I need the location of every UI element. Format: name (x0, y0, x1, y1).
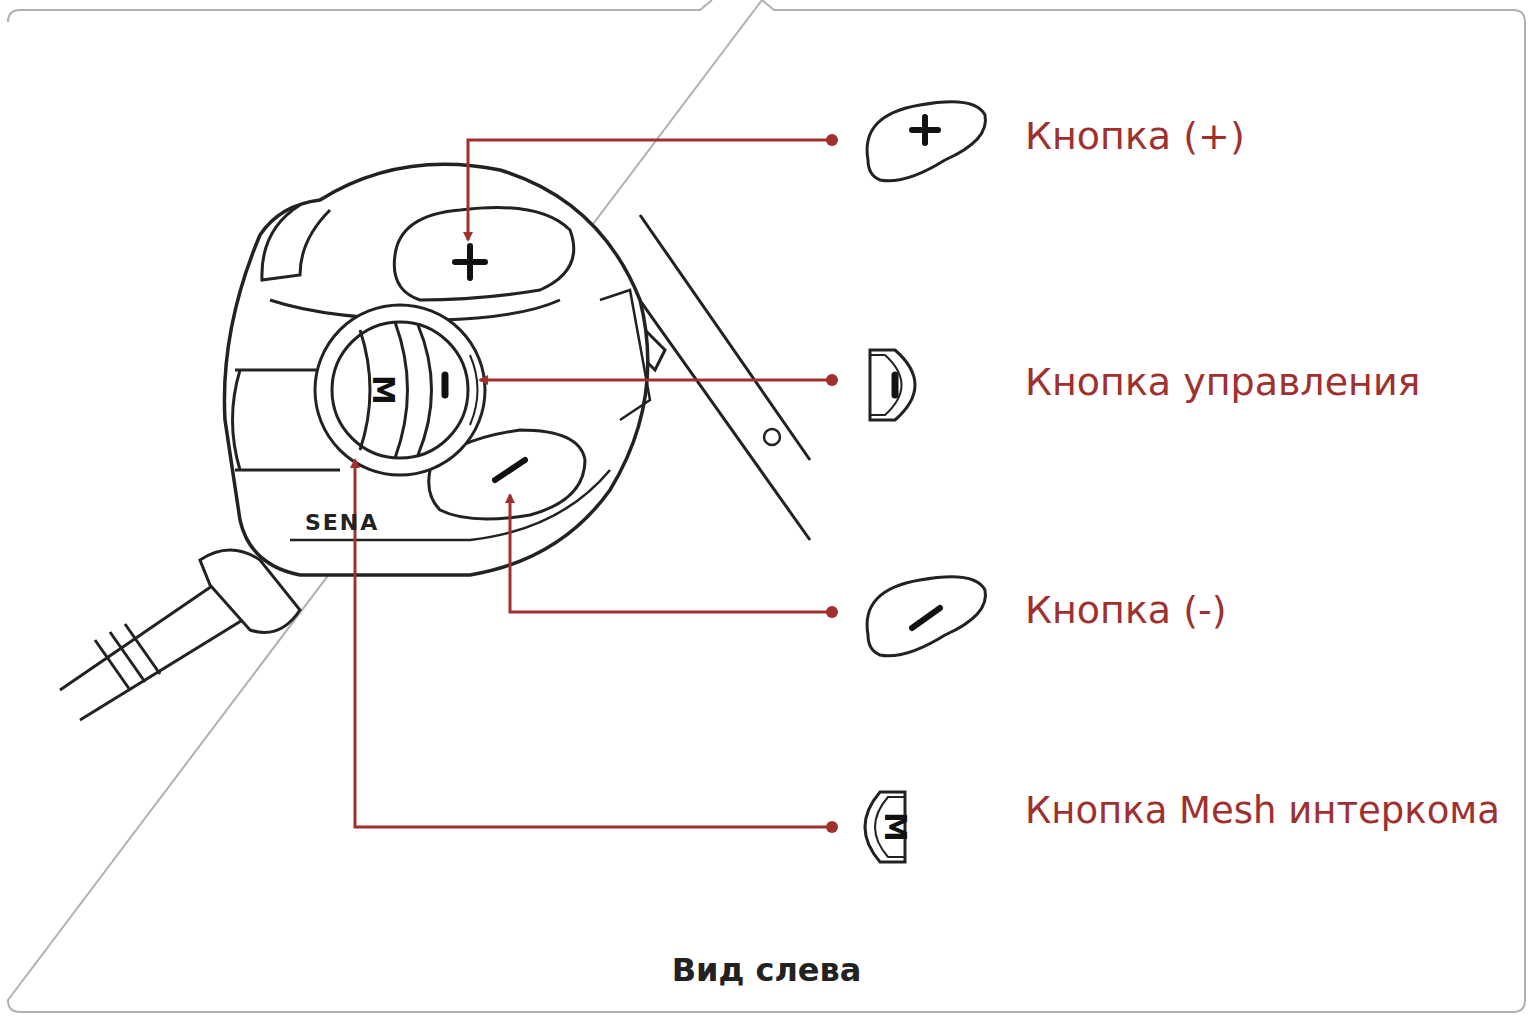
button-letter: M (367, 375, 399, 405)
callout-label: Кнопка (-) (1025, 587, 1227, 633)
callout-label: Кнопка Mesh интеркома (1025, 788, 1500, 834)
button-letter: M (879, 812, 911, 842)
brand-logo: SENA (305, 510, 379, 536)
callout-label: Кнопка (+) (1025, 113, 1245, 159)
caption: Вид слева (0, 950, 1533, 990)
callout-label: Кнопка управления (1025, 359, 1420, 405)
